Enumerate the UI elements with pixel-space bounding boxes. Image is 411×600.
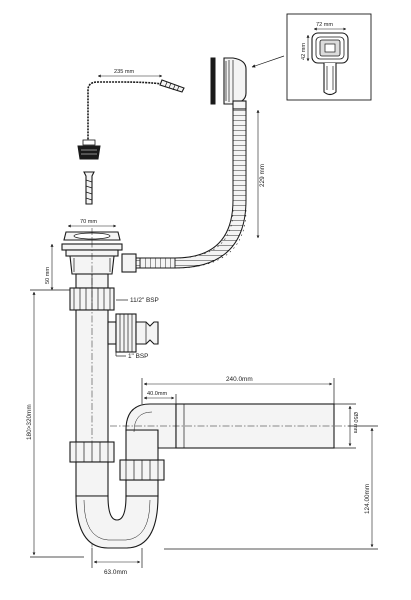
chain-length-label: 235 mm [114, 69, 135, 75]
outlet-height-label: 124.00mm [364, 484, 371, 514]
outlet-diameter-label: Ø50 mm [352, 412, 358, 434]
side-inlet [107, 313, 159, 353]
inset-pointer-arrow [251, 55, 285, 68]
inlet-thread-label: 1" BSP [128, 353, 148, 360]
strainer-height-label: 50 mm [45, 267, 51, 284]
inset-width-label: 72 mm [316, 22, 333, 28]
overflow-hose [121, 108, 247, 273]
overflow-head [210, 57, 247, 110]
chain-and-plug: 235 mm [77, 69, 185, 205]
overflow-detail-inset: 72 mm 42 mm [286, 13, 372, 101]
outlet-pipe [110, 403, 348, 449]
trap-width-label: 63.0mm [104, 569, 127, 576]
main-thread-label: 11/2" BSP [130, 297, 159, 304]
inset-height-label: 42 mm [301, 43, 307, 60]
standpipe [75, 228, 109, 548]
outlet-length-label: 240.0mm [226, 376, 253, 383]
overall-height-label: 180>320mm [26, 404, 33, 440]
hose-length-label: 229 mm [259, 164, 266, 187]
strainer-diameter-label: 70 mm [80, 219, 97, 225]
outlet-offset-label: 40.0mm [147, 391, 168, 397]
